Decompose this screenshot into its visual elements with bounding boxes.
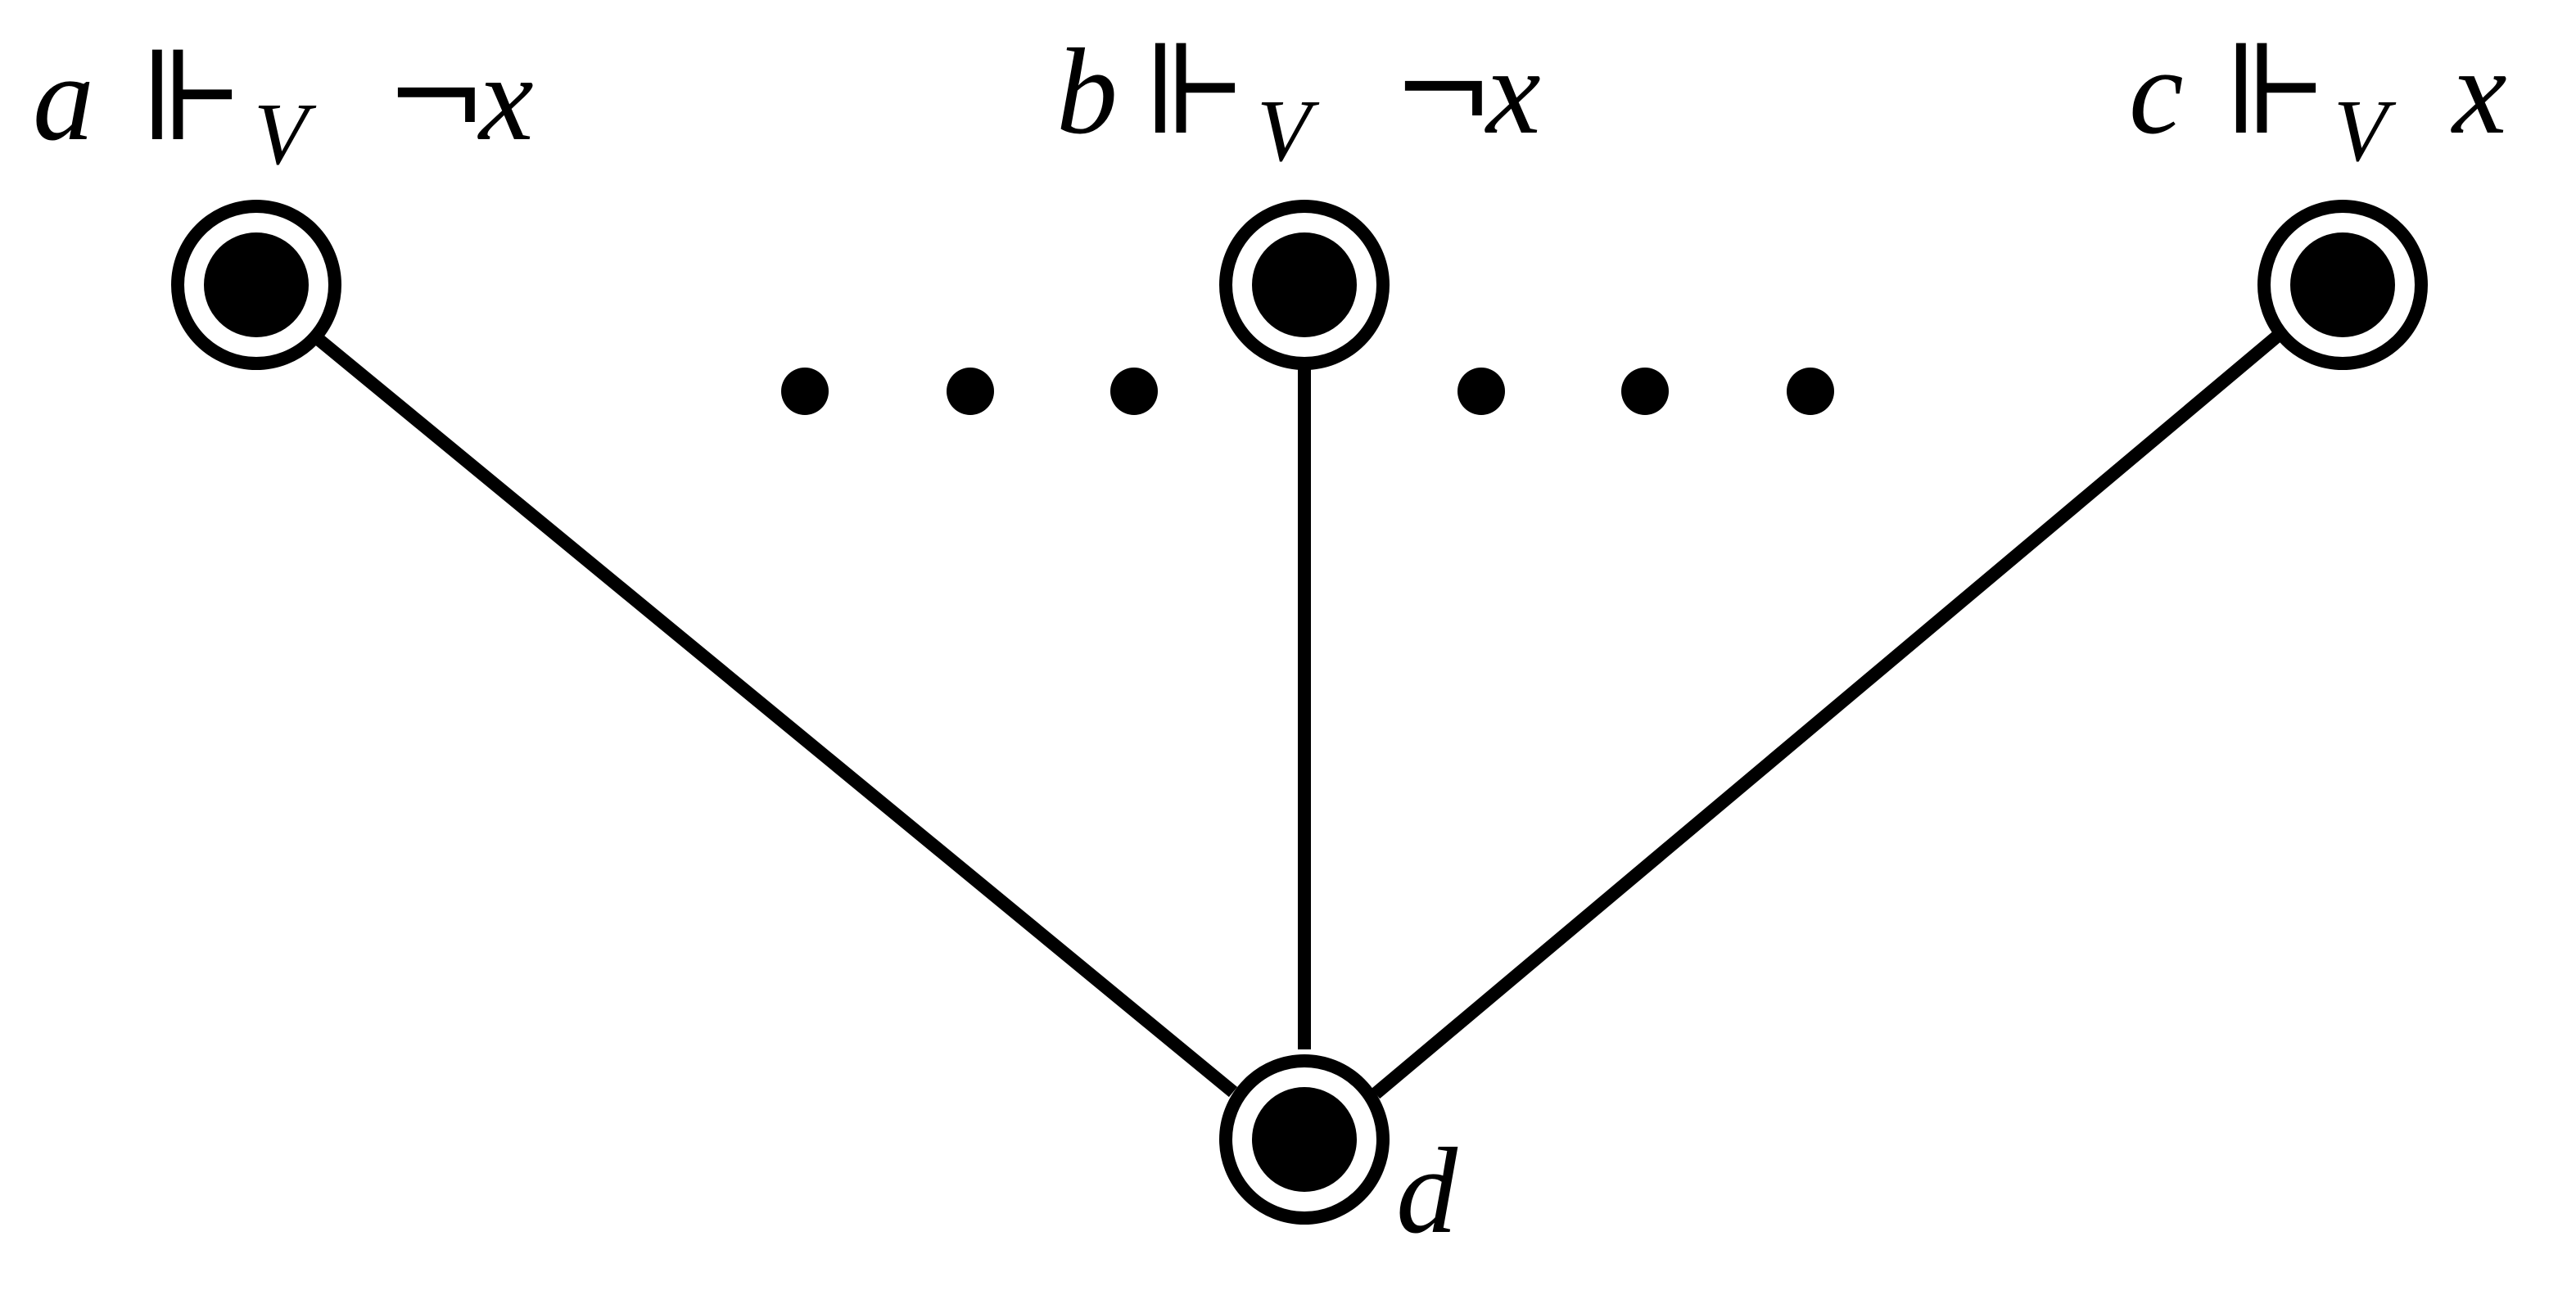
label-c-formula-var: x xyxy=(2451,24,2507,160)
node-c-dot xyxy=(2290,232,2395,337)
label-c-var: c xyxy=(2129,24,2184,160)
label-b-neg: ¬ xyxy=(1392,20,1495,162)
ellipsis-left xyxy=(781,368,1158,415)
node-d-dot xyxy=(1252,1087,1357,1192)
label-b-forces: ⊩ xyxy=(1142,20,1248,162)
svg-text:⊩: ⊩ xyxy=(1142,20,1248,162)
label-a-sub: V xyxy=(254,86,317,183)
label-b: b ⊩ V ¬ x xyxy=(1056,20,1541,180)
label-a-var: a xyxy=(33,30,94,166)
svg-text:¬: ¬ xyxy=(385,26,488,169)
svg-text:b: b xyxy=(1056,24,1118,160)
label-b-sub: V xyxy=(1257,83,1320,180)
label-b-formula-var: x xyxy=(1485,24,1541,160)
label-b-var: b xyxy=(1056,24,1118,160)
svg-text:x: x xyxy=(2451,24,2507,160)
node-d xyxy=(1219,1054,1390,1225)
node-b-dot xyxy=(1252,232,1357,337)
svg-text:V: V xyxy=(2334,83,2397,180)
edges xyxy=(311,330,2283,1099)
svg-text:⊩: ⊩ xyxy=(2223,20,2329,162)
edge-a-d xyxy=(311,332,1238,1098)
edge-c-d xyxy=(1371,330,2283,1099)
label-a-formula-var: x xyxy=(477,30,534,166)
svg-text:x: x xyxy=(477,30,534,166)
svg-text:c: c xyxy=(2129,24,2184,160)
svg-text:a: a xyxy=(33,30,94,166)
ellipsis-dot xyxy=(1787,368,1834,415)
svg-text:V: V xyxy=(1257,83,1320,180)
label-c: c ⊩ V x xyxy=(2129,20,2507,180)
label-a-neg: ¬ xyxy=(385,26,488,169)
label-d: d xyxy=(1396,1123,1458,1259)
svg-text:x: x xyxy=(1485,24,1541,160)
label-d-var: d xyxy=(1396,1123,1458,1259)
svg-text:d: d xyxy=(1396,1123,1458,1259)
ellipsis-right xyxy=(1457,368,1834,415)
node-a-dot xyxy=(204,232,309,337)
node-a xyxy=(171,200,341,370)
ellipsis-dot xyxy=(781,368,829,415)
ellipsis-dot xyxy=(947,368,994,415)
svg-text:⊩: ⊩ xyxy=(139,26,245,169)
ellipsis-dot xyxy=(1621,368,1669,415)
ellipsis-dot xyxy=(1457,368,1505,415)
label-a: a ⊩ V ¬ x xyxy=(33,26,534,183)
node-b xyxy=(1219,200,1390,370)
svg-text:V: V xyxy=(254,86,317,183)
label-c-forces: ⊩ xyxy=(2223,20,2329,162)
ellipsis-dot xyxy=(1110,368,1158,415)
label-a-forces: ⊩ xyxy=(139,26,245,169)
label-c-sub: V xyxy=(2334,83,2397,180)
svg-text:¬: ¬ xyxy=(1392,20,1495,162)
node-c xyxy=(2257,200,2428,370)
